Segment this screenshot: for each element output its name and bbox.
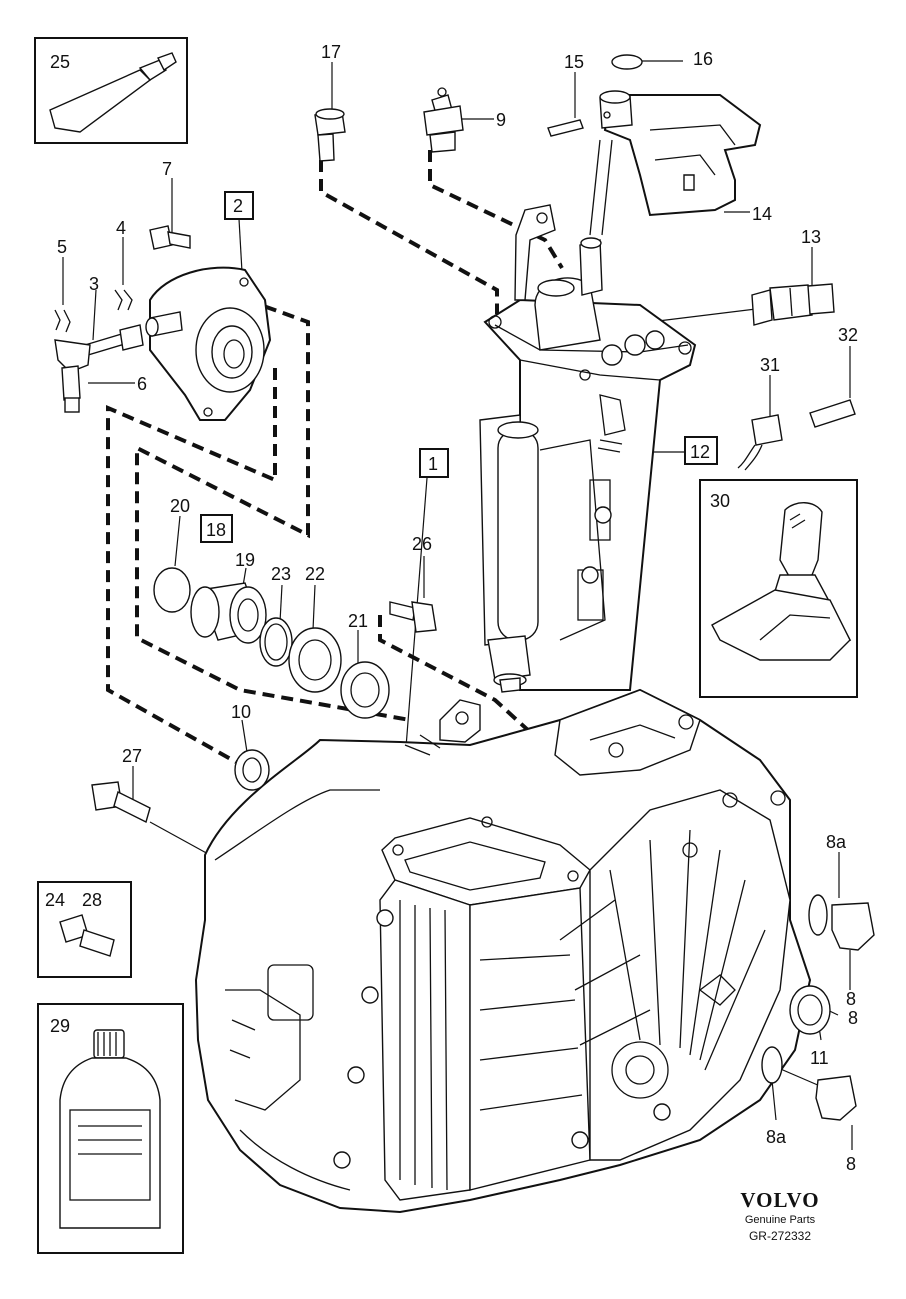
callout-1: 1: [428, 454, 438, 474]
slave-cylinder: [145, 266, 272, 421]
bolt-7: [149, 225, 191, 250]
dashed-assembly-lines: [106, 150, 564, 764]
sealant-tube: [49, 52, 177, 133]
plug-8-lower: [761, 1046, 857, 1121]
callout-3: 3: [89, 274, 99, 294]
oil-bottle: [59, 1029, 161, 1229]
callout-7: 7: [162, 159, 172, 179]
bolt-24-28: [59, 914, 115, 957]
callout-box-18: [200, 514, 233, 543]
seal-11: [789, 985, 831, 1035]
callout-14: 14: [752, 204, 772, 224]
bolt-17: [314, 108, 346, 162]
callout-12: 12: [690, 442, 710, 462]
callout-box-1: [419, 448, 449, 478]
callout-10: 10: [231, 702, 251, 722]
brand-subtitle: Genuine Parts: [744, 1214, 816, 1226]
callout-30: 30: [710, 491, 730, 511]
plug-8-upper: [808, 894, 875, 951]
callout-5: 5: [57, 237, 67, 257]
callout-15: 15: [564, 52, 584, 72]
callout-29: 29: [50, 1016, 70, 1036]
callout-31: 31: [760, 355, 780, 375]
bolt-26: [389, 601, 437, 633]
clips-4-5: [54, 289, 133, 333]
callout-11: 11: [810, 1048, 829, 1068]
callout-8-lower: 8: [846, 1154, 856, 1174]
callout-19: 19: [235, 550, 255, 570]
callout-21: 21: [348, 611, 368, 631]
callout-labels: 1 2 3 4 5 6 7 8 8 8 8a 8a 9 10 11 12 13 …: [45, 42, 858, 1174]
callout-6: 6: [137, 374, 147, 394]
callout-8-middle: 8: [848, 1008, 858, 1028]
gearbox-housing: [194, 688, 812, 1214]
bolt-27: [91, 781, 151, 824]
callout-27: 27: [122, 746, 142, 766]
callout-17: 17: [321, 42, 341, 62]
callout-20: 20: [170, 496, 190, 516]
callout-25: 25: [50, 52, 70, 72]
callout-2: 2: [233, 196, 243, 216]
diagram-reference: GR-272332: [748, 1229, 812, 1243]
shift-lever-bracket: [547, 54, 762, 236]
seals-group: [153, 567, 390, 791]
callout-box-12: [684, 436, 718, 465]
sensor-13: [751, 283, 835, 326]
callout-28: 28: [82, 890, 102, 910]
callout-13: 13: [801, 227, 821, 247]
volvo-logo: VOLVO: [740, 1188, 820, 1212]
pipe-3: [54, 324, 144, 413]
callout-32: 32: [838, 325, 858, 345]
sensor-9: [423, 87, 464, 153]
callout-8-upper: 8: [846, 989, 856, 1009]
callout-26: 26: [412, 534, 432, 554]
connector-31: [737, 414, 783, 471]
callout-4: 4: [116, 218, 126, 238]
callout-23: 23: [271, 564, 291, 584]
callout-24: 24: [45, 890, 65, 910]
callout-22: 22: [305, 564, 325, 584]
callout-8a-upper: 8a: [826, 832, 847, 852]
callout-box-2: [224, 191, 254, 220]
callout-18: 18: [206, 520, 226, 540]
callout-16: 16: [693, 49, 713, 69]
gear-knob-with-boot: [711, 502, 852, 661]
callout-8a-lower: 8a: [766, 1127, 787, 1147]
brand-block: VOLVO Genuine Parts GR-272332: [720, 1188, 840, 1243]
fuse-32: [809, 399, 856, 428]
gear-shift-housing: [479, 204, 697, 693]
callout-9: 9: [496, 110, 506, 130]
